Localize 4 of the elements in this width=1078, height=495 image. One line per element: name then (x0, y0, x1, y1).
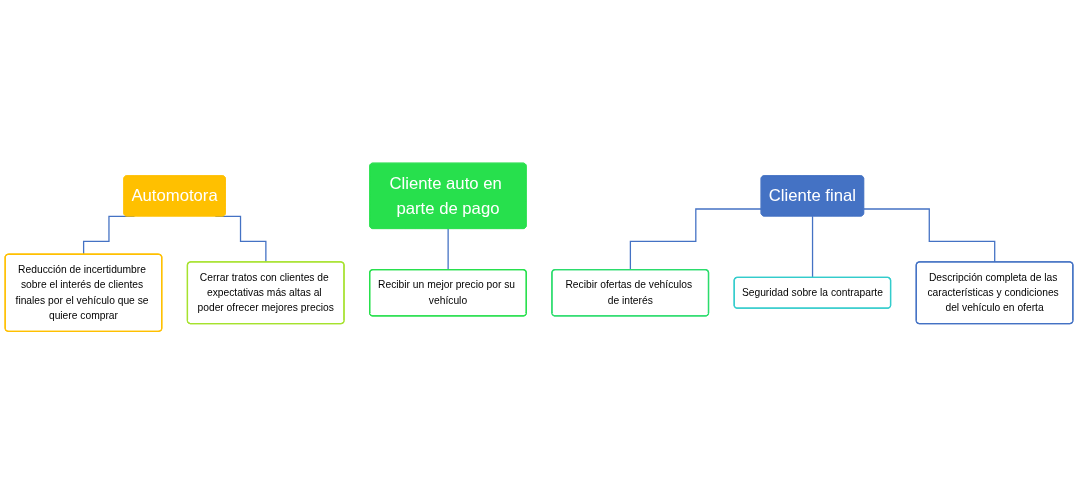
connector (629, 208, 763, 271)
connector (863, 208, 996, 264)
connector (811, 216, 814, 279)
connector (447, 228, 449, 271)
